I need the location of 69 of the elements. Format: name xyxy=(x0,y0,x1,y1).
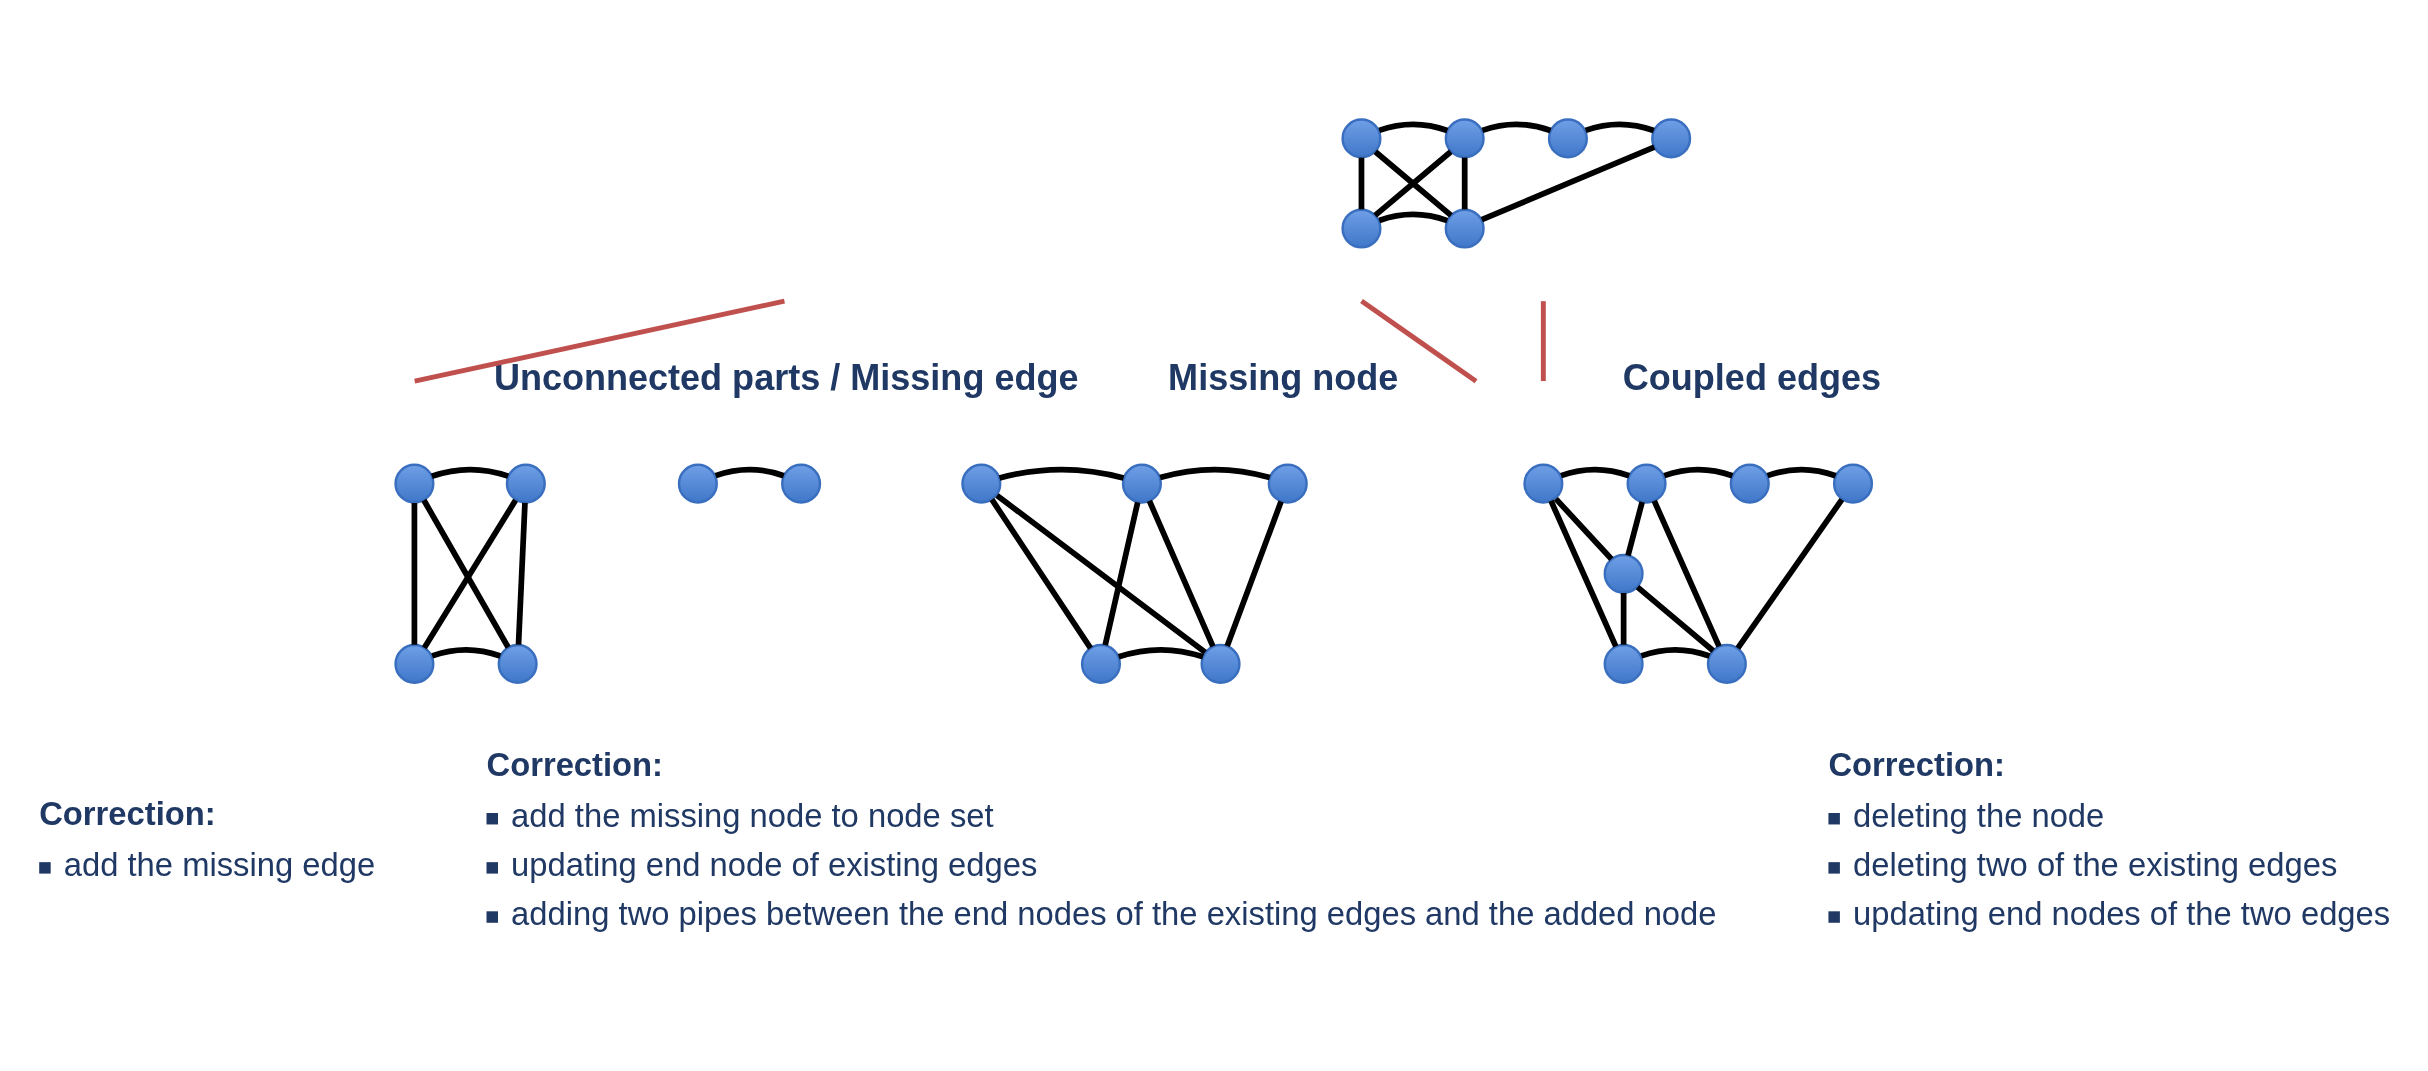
label: Coupled edges xyxy=(1622,357,1882,399)
label: deleting the node xyxy=(1853,796,2105,834)
connector xyxy=(1481,121,1552,134)
connector xyxy=(1553,496,1614,561)
connector xyxy=(1640,646,1711,659)
connector xyxy=(989,498,1093,650)
node-circle xyxy=(1080,643,1121,684)
node-circle xyxy=(505,463,546,504)
connector xyxy=(431,646,502,659)
connector xyxy=(1560,466,1631,479)
node-circle xyxy=(677,463,718,504)
connector xyxy=(1663,466,1734,479)
node-circle xyxy=(1341,208,1382,249)
connector xyxy=(1461,157,1468,210)
connector xyxy=(1373,149,1453,218)
connector xyxy=(1146,499,1216,648)
label: deleting two of the existing edges xyxy=(1853,846,2338,884)
label: Correction: xyxy=(1828,746,2005,784)
node-circle xyxy=(1267,463,1308,504)
node-circle xyxy=(1121,463,1162,504)
label: Correction: xyxy=(39,795,216,833)
connector xyxy=(1378,121,1449,134)
node-circle xyxy=(781,463,822,504)
connector xyxy=(998,466,1125,481)
connector xyxy=(1480,144,1656,223)
label: Unconnected parts / Missing edge xyxy=(493,357,1079,399)
label: add the missing edge xyxy=(63,846,376,884)
label: updating end nodes of the two edges xyxy=(1853,895,2391,933)
connector xyxy=(1625,501,1645,557)
connector xyxy=(430,466,510,479)
node-circle xyxy=(1200,643,1241,684)
connector xyxy=(995,493,1207,655)
label: Missing node xyxy=(1168,357,1399,399)
connector xyxy=(1224,500,1284,647)
connector xyxy=(714,466,785,479)
connector xyxy=(1635,584,1715,653)
connector xyxy=(1584,121,1655,134)
node-circle xyxy=(1706,643,1747,684)
node-circle xyxy=(1444,118,1485,159)
node-circle xyxy=(961,463,1002,504)
connector xyxy=(515,502,528,645)
connector xyxy=(1766,466,1837,479)
node-circle xyxy=(394,643,435,684)
label: Correction: xyxy=(486,746,664,784)
label: updating end node of existing edges xyxy=(511,846,1038,884)
node-circle xyxy=(1651,118,1692,159)
connector xyxy=(1102,501,1141,646)
node-circle xyxy=(1626,463,1667,504)
connector xyxy=(1159,466,1271,481)
label: add the missing node to node set xyxy=(511,796,994,834)
connector xyxy=(1620,593,1627,645)
node-circle xyxy=(1729,463,1770,504)
node-circle xyxy=(1341,118,1382,159)
connector xyxy=(1378,211,1449,224)
node-circle xyxy=(1444,208,1485,249)
node-circle xyxy=(1603,643,1644,684)
connector xyxy=(411,502,418,645)
node-circle xyxy=(1832,463,1874,504)
node-circle xyxy=(497,643,538,684)
node-circle xyxy=(394,463,435,504)
connector xyxy=(1358,157,1365,210)
connector xyxy=(1651,499,1722,648)
label: adding two pipes between the end nodes of the existing edges and the added node xyxy=(511,895,1717,933)
connector xyxy=(1548,499,1619,648)
node-circle xyxy=(1547,118,1588,159)
node-circle xyxy=(1523,463,1564,504)
connector xyxy=(1735,498,1845,650)
node-circle xyxy=(1603,553,1644,594)
connector xyxy=(1117,646,1204,660)
